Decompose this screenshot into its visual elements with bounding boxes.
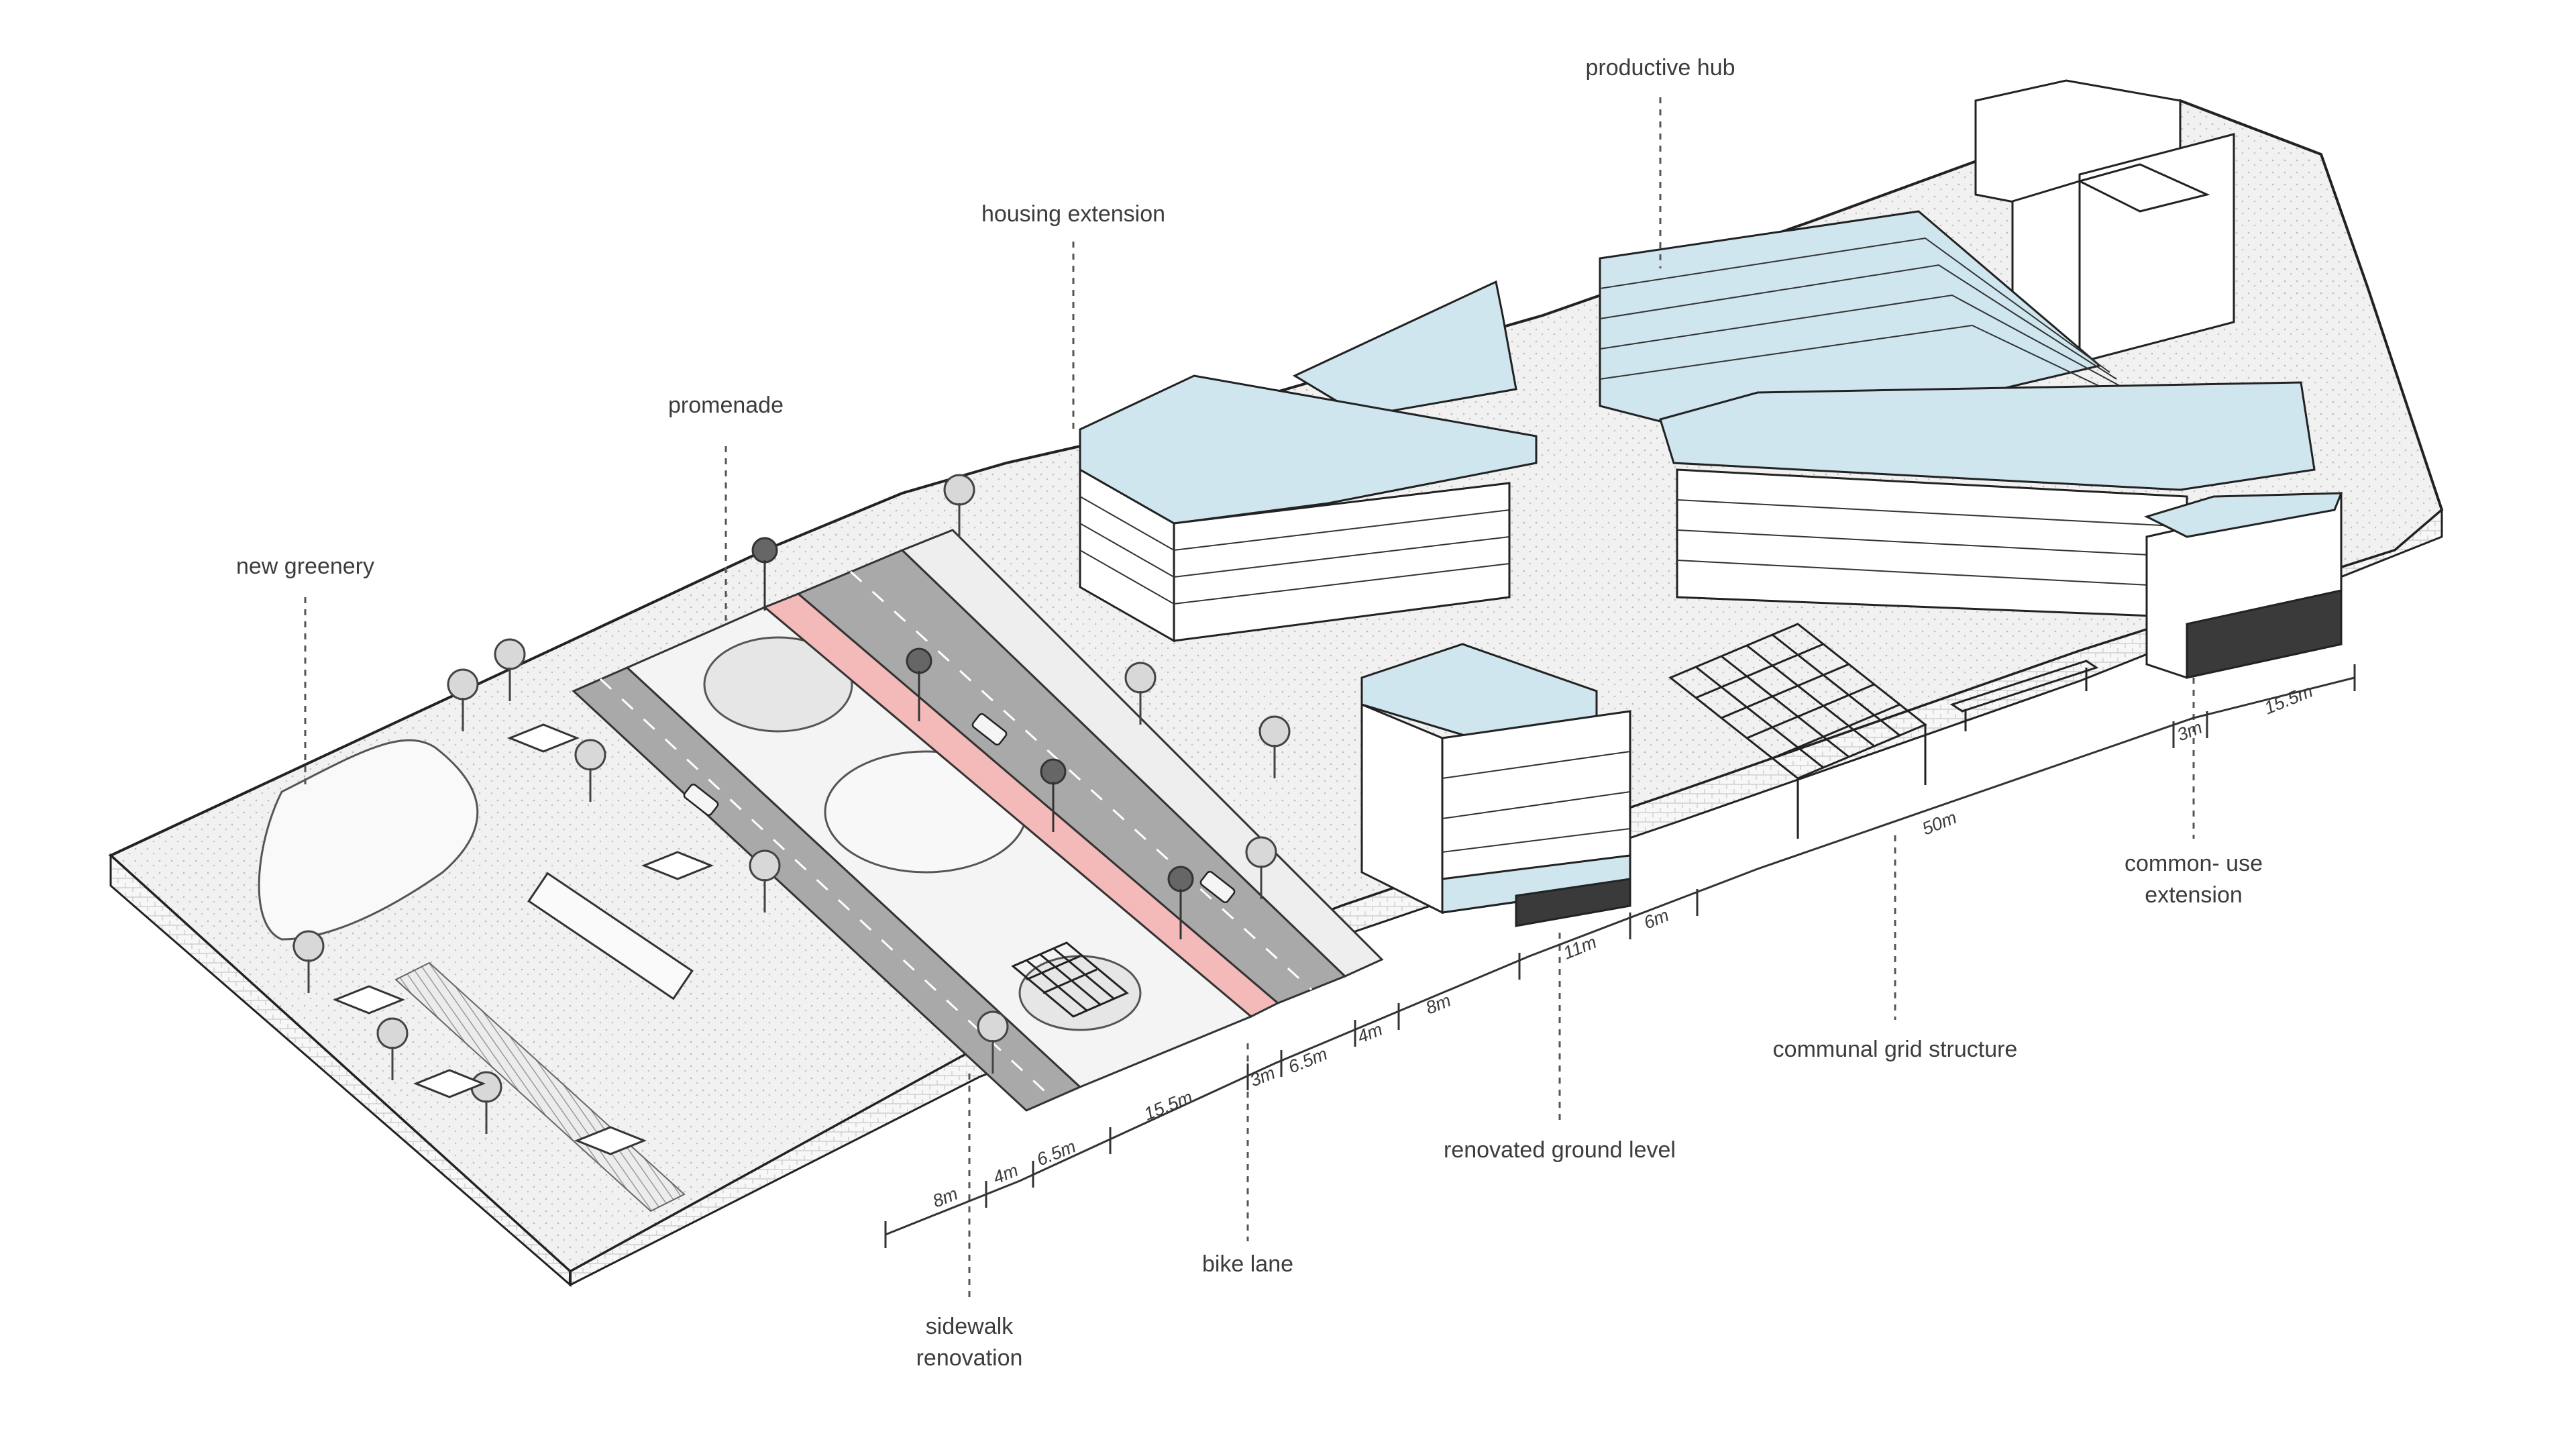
label-new-greenery: new greenery [236, 554, 374, 579]
dim-50m: 50m [1919, 807, 1960, 839]
label-bike-lane: bike lane [1202, 1251, 1293, 1277]
promenade-oval-3 [1018, 955, 1142, 1031]
leader-lines [304, 97, 2195, 1302]
market-hall [527, 872, 694, 1000]
renovated-building [1360, 643, 1631, 927]
communal-grid-structure [1668, 623, 1927, 839]
dim-15-5m-a: 15.5m [1141, 1087, 1195, 1125]
existing-white-block [1974, 79, 2235, 364]
promenade-oval-1 [703, 636, 853, 733]
promenade-pergola [1011, 941, 1129, 1018]
label-communal-grid-structure: communal grid structure [1773, 1037, 2018, 1062]
label-sidewalk: sidewalk [926, 1314, 1014, 1339]
bench-canopy [1949, 660, 2099, 731]
label-productive-hub: productive hub [1585, 55, 1735, 81]
dim-3m-b: 3m [2174, 717, 2205, 745]
label-housing-extension: housing extension [981, 201, 1165, 227]
housing-block-left [1079, 374, 1538, 643]
housing-block-right [1659, 381, 2343, 679]
dim-15-5m-b: 15.5m [2261, 681, 2316, 719]
label-extension: extension [2145, 882, 2243, 908]
label-promenade: promenade [668, 393, 784, 418]
trees [292, 474, 1291, 1134]
dim-11m: 11m [1560, 932, 1599, 964]
umbrellas [332, 723, 714, 1155]
label-common-use: common- use [2125, 851, 2263, 876]
productive-hub-building [1292, 210, 2121, 448]
dim-6m: 6m [1641, 905, 1672, 933]
label-renovated-ground-level: renovated ground level [1444, 1137, 1676, 1163]
dim-8m-b: 8m [1423, 990, 1454, 1019]
palm-trees [751, 537, 1194, 939]
cars [683, 713, 1236, 904]
dim-4m-b: 4m [1354, 1019, 1385, 1047]
dim-3m-a: 3m [1247, 1063, 1278, 1091]
label-renovation: renovation [916, 1345, 1023, 1371]
dimension-line [884, 664, 2356, 1248]
dim-4m-a: 4m [990, 1160, 1021, 1188]
greenery-lawn [258, 739, 479, 941]
annotation-labels: new greenery promenade housing extension… [236, 55, 2263, 1371]
